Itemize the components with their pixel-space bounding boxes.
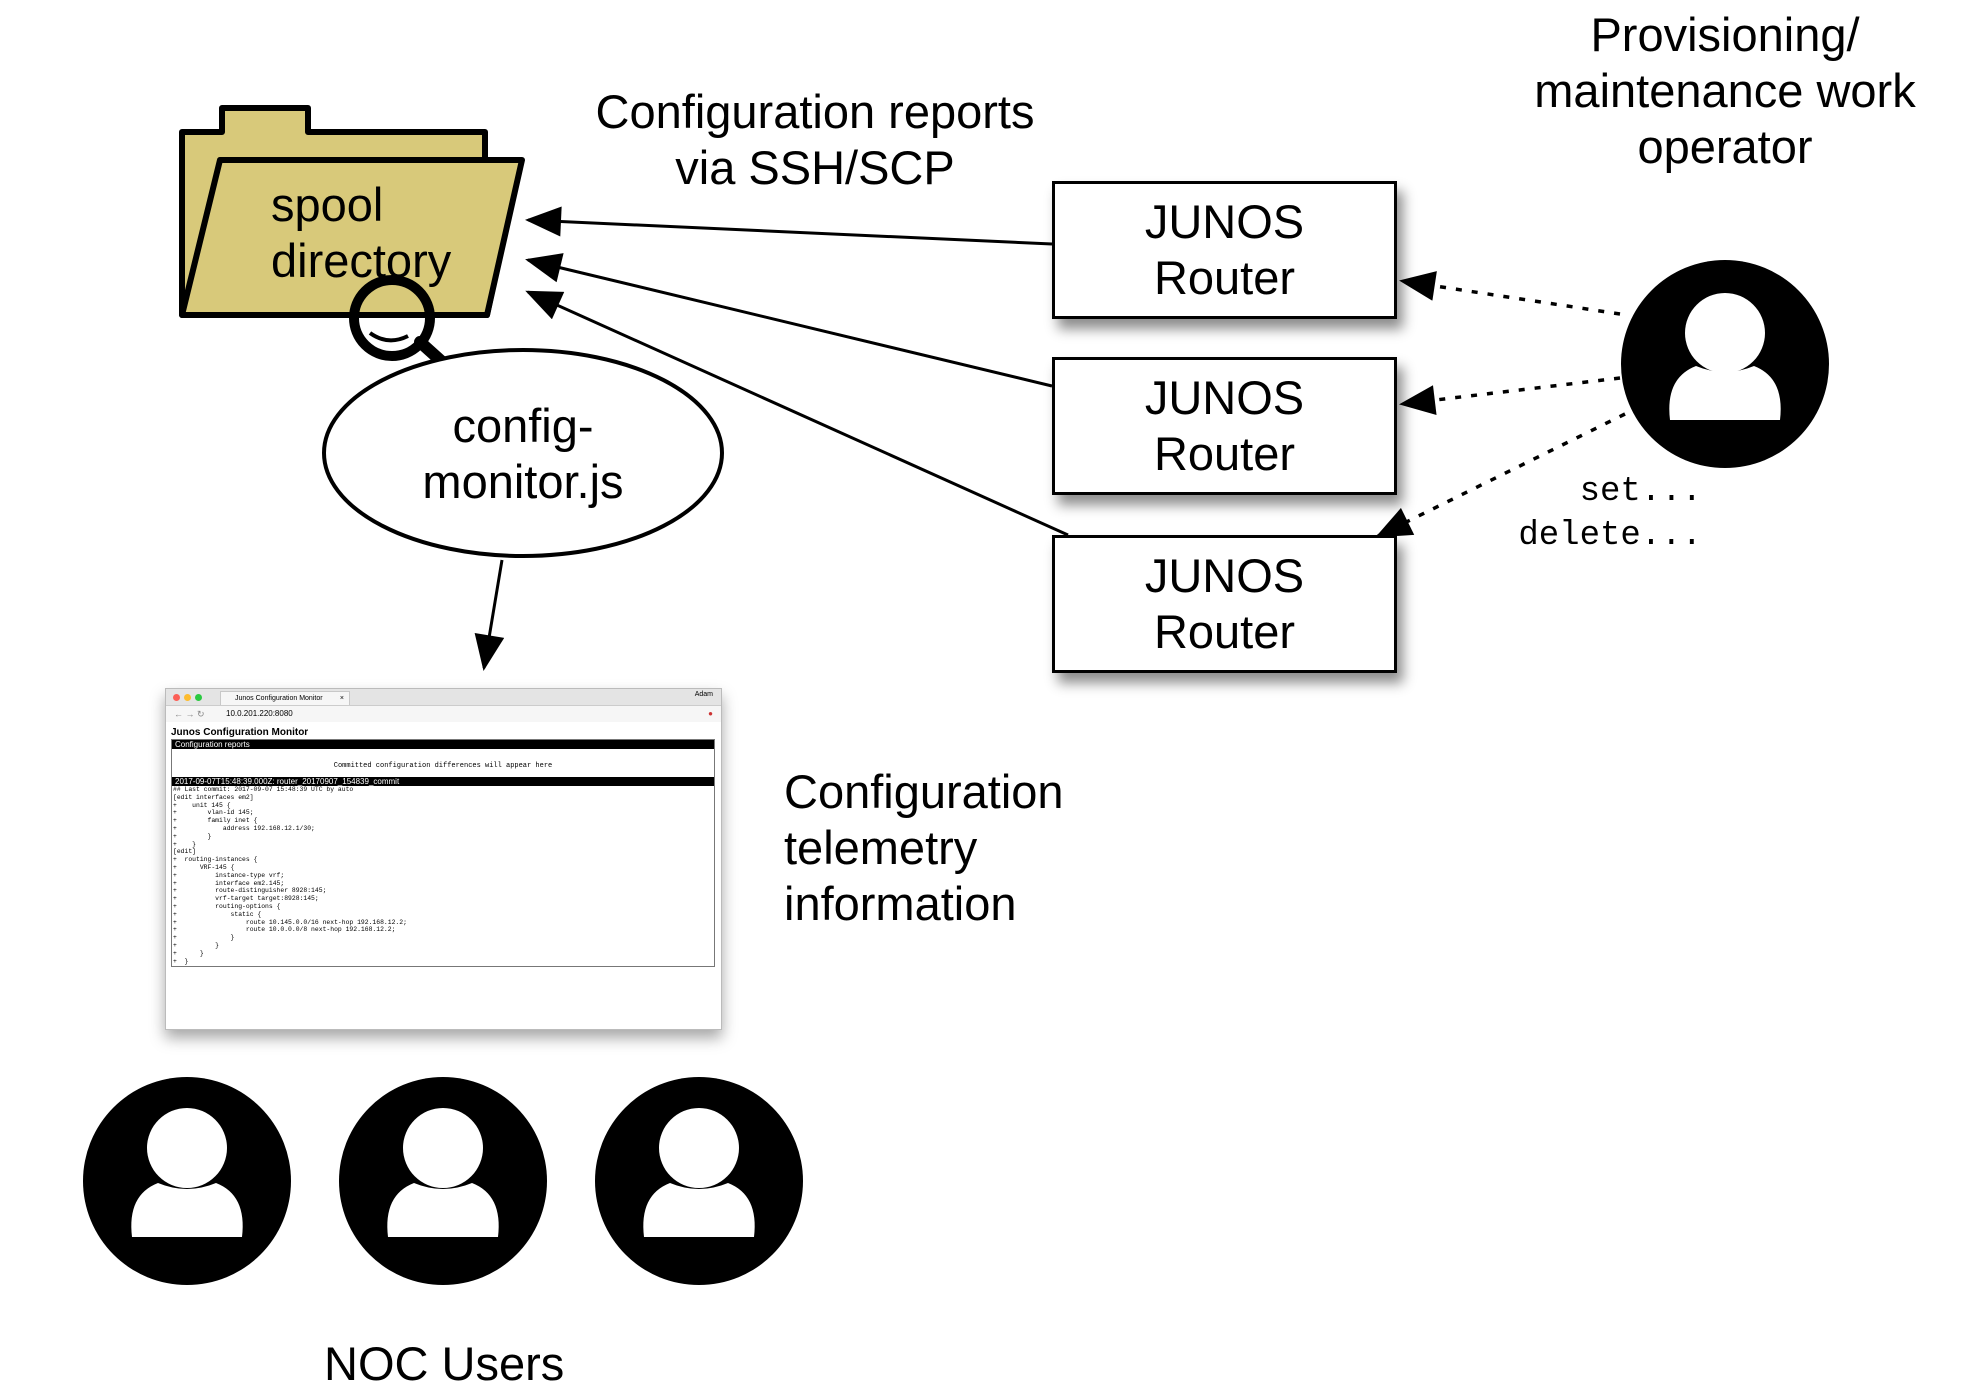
diff-line: + family inet { — [173, 817, 258, 825]
diff-line: + } — [173, 934, 235, 942]
router-1-label-line1: JUNOS — [1144, 195, 1305, 248]
browser-url: 10.0.201.220:8080 — [226, 709, 293, 718]
diff-line: + route 10.145.0.0/16 next-hop 192.168.1… — [173, 918, 407, 926]
close-dot-icon — [173, 694, 180, 701]
nav-icons: ← → ↻ — [174, 709, 205, 719]
diff-line: + unit 145 { — [173, 801, 231, 809]
browser-extension-icon: ● — [708, 709, 713, 718]
browser-tab: Junos Configuration Monitor × — [220, 691, 350, 705]
tab-close-icon: × — [339, 695, 344, 702]
reports-label-line2: via SSH/SCP — [675, 141, 955, 194]
router-3-label-line2: Router — [1153, 605, 1296, 658]
arrow-monitor-to-browser — [474, 559, 505, 671]
monitor-label-line1: config- — [452, 399, 594, 452]
diff-line: + route 10.0.0.0/8 next-hop 192.168.12.2… — [173, 926, 396, 934]
diff-line: [edit] — [173, 848, 197, 856]
noc-user-icon — [339, 1077, 547, 1285]
reports-label: Configuration reports via SSH/SCP — [585, 84, 1045, 196]
commit-diff: ## Last commit: 2017-09-07 15:48:39 UTC … — [172, 786, 714, 965]
dotted-arrow-operator-router1 — [1399, 271, 1621, 316]
diff-line: + interface em2.145; — [173, 879, 285, 887]
config-monitor-label: config- monitor.js — [373, 398, 673, 510]
diff-line: + vlan-id 145; — [173, 809, 254, 817]
reports-frame: Configuration reports Committed configur… — [171, 739, 715, 967]
browser-titlebar: Junos Configuration Monitor × Adam — [166, 689, 721, 706]
diff-line: + } — [173, 941, 220, 949]
operator-user-icon — [1621, 260, 1829, 468]
browser-page: Junos Configuration Monitor Configuratio… — [166, 722, 721, 1029]
spool-label-line2: directory — [271, 234, 452, 287]
diff-line: + static { — [173, 910, 262, 918]
reports-hint: Committed configuration differences will… — [333, 762, 553, 770]
diff-line: [edit interfaces em2] — [173, 793, 254, 801]
noc-user-icon — [595, 1077, 803, 1285]
reports-header: Configuration reports — [172, 740, 714, 749]
telemetry-label: Configuration telemetry information — [784, 764, 1064, 932]
diff-line: + } — [173, 949, 204, 957]
telemetry-label-line1: Configuration — [784, 765, 1064, 818]
noc-user-icon — [83, 1077, 291, 1285]
router-3-label-line1: JUNOS — [1144, 549, 1305, 602]
commit-header: 2017-09-07T15:48:39.000Z: router_2017090… — [172, 777, 714, 786]
reports-label-line1: Configuration reports — [595, 85, 1035, 138]
tab-title: Junos Configuration Monitor — [235, 695, 323, 702]
command-set: set... — [1579, 473, 1702, 511]
diff-line: + instance-type vrf; — [173, 871, 285, 879]
diff-line: + address 192.168.12.1/30; — [173, 824, 315, 832]
router-2-label-line2: Router — [1153, 427, 1296, 480]
operator-label-line2: maintenance work — [1534, 64, 1916, 117]
diff-line: + } — [173, 840, 197, 848]
operator-label: Provisioning/ maintenance work operator — [1520, 7, 1930, 175]
telemetry-label-line2: telemetry — [784, 821, 978, 874]
browser-screenshot: Junos Configuration Monitor × Adam ← → ↻ … — [165, 688, 722, 1030]
arrow-router3-to-spool — [525, 290, 1069, 537]
diff-line: + route-distinguisher 8928:145; — [173, 887, 327, 895]
diff-line: + } — [173, 832, 212, 840]
diff-line: + vrf-target target:8928:145; — [173, 895, 319, 903]
diff-line: ## Last commit: 2017-09-07 15:48:39 UTC … — [173, 786, 354, 793]
operator-label-line3: operator — [1637, 120, 1813, 173]
minimize-dot-icon — [184, 694, 191, 701]
address-bar: ← → ↻ 10.0.201.220:8080 ● — [166, 706, 721, 723]
zoom-dot-icon — [195, 694, 202, 701]
diff-line: + routing-options { — [173, 902, 281, 910]
config-monitor-node — [322, 348, 724, 558]
spool-directory-label: spool directory — [271, 177, 451, 289]
command-delete: delete... — [1518, 517, 1702, 555]
spool-label-line1: spool — [271, 178, 384, 231]
router-1-label-line2: Router — [1153, 251, 1296, 304]
operator-label-line1: Provisioning/ — [1590, 8, 1860, 61]
arrow-router2-to-spool — [525, 253, 1053, 388]
dotted-arrow-operator-router2 — [1399, 376, 1621, 415]
monitor-label-line2: monitor.js — [422, 455, 624, 508]
dotted-arrow-operator-router3 — [1375, 412, 1626, 538]
folder-icon — [179, 105, 525, 318]
diff-line: + routing-instances { — [173, 856, 258, 864]
noc-users-label: NOC Users — [324, 1337, 565, 1390]
diff-line: + VRF-145 { — [173, 863, 235, 871]
browser-user: Adam — [694, 691, 713, 698]
diff-line: + } — [173, 957, 189, 965]
router-2-label-line1: JUNOS — [1144, 371, 1305, 424]
arrow-router1-to-spool — [525, 206, 1053, 246]
telemetry-label-line3: information — [784, 877, 1017, 930]
page-title: Junos Configuration Monitor — [171, 727, 309, 738]
